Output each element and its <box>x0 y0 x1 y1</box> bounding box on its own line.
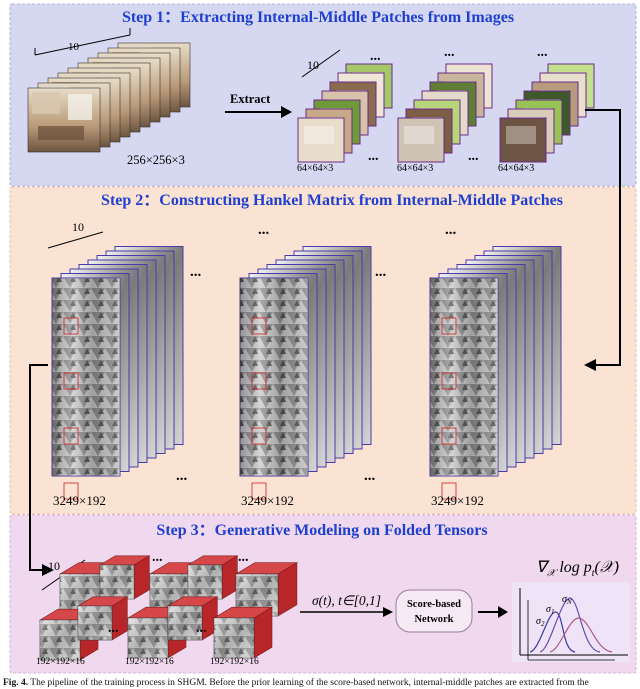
sigma-3-label: σ1 <box>546 604 554 616</box>
ellipsis-9: ... <box>375 264 387 280</box>
ellipsis-4: ... <box>537 45 548 60</box>
ellipsis-1: ... <box>368 149 379 164</box>
ellipsis-7: ... <box>445 222 457 238</box>
image-patch <box>499 117 547 163</box>
step3-title: Step 3：Generative Modeling on Folded Ten… <box>156 522 487 539</box>
ellipsis-5: ... <box>370 49 381 64</box>
tensor-size-2: 192×192×16 <box>125 657 174 667</box>
sigma-2-label: σ2 <box>536 616 545 628</box>
ellipsis-14: ... <box>108 621 119 636</box>
tensor-cubes: 10 192×192×16 192×192×16 192×192×16 ... … <box>36 550 298 667</box>
hankel-matrix <box>51 277 121 500</box>
image-patch <box>397 117 445 163</box>
gradient-label: ∇𝒳 log pt(𝒳) <box>536 559 619 579</box>
tensor-cube <box>212 606 274 659</box>
image-stack: 10 <box>27 28 191 153</box>
patch-size-2: 64×64×3 <box>397 163 433 174</box>
patch-count-label: 10 <box>307 58 319 72</box>
ellipsis-15: ... <box>196 621 207 636</box>
patch-size-3: 64×64×3 <box>498 163 534 174</box>
step1-title: Step 1：Extracting Internal-Middle Patche… <box>122 9 514 26</box>
image-patch <box>297 117 345 163</box>
tensor-size-1: 192×192×16 <box>36 657 85 667</box>
ellipsis-12: ... <box>152 550 163 565</box>
patch-stacks: 10 64×64×3 64×64×3 64×64×3 ... ... ... .… <box>297 45 595 174</box>
score-network-line2: Network <box>414 614 453 625</box>
caption-text: The pipeline of the training process in … <box>28 678 589 688</box>
ellipsis-6: ... <box>258 222 270 238</box>
sigma-1-label: σN <box>562 594 572 606</box>
step2-title: Step 2：Constructing Hankel Matrix from I… <box>101 192 563 209</box>
figure-caption: Fig. 4. The pipeline of the training pro… <box>3 677 640 689</box>
hankel-size-1: 3249×192 <box>53 493 106 508</box>
ellipsis-11: ... <box>364 468 376 484</box>
image-size-label: 256×256×3 <box>127 153 185 167</box>
sigma-label: σ(t), t∈[0,1] <box>312 593 381 608</box>
tensor-cube <box>76 596 129 641</box>
tensor-cube <box>38 608 100 661</box>
hankel-size-2: 3249×192 <box>241 493 294 508</box>
arrow-step2-to-step3 <box>29 364 48 571</box>
hankel-stacks: 10 3249×192 3249×192 3249×192 ... ... ..… <box>47 220 562 508</box>
ellipsis-8: ... <box>190 264 202 280</box>
distribution-plot: σN σ2 σ1 <box>512 582 630 662</box>
extract-label: Extract <box>230 92 271 106</box>
tensor-size-3: 192×192×16 <box>210 657 259 667</box>
ellipsis-10: ... <box>176 468 188 484</box>
tensor-count-label: 10 <box>48 559 60 573</box>
arrow-step1-to-step2 <box>585 109 621 366</box>
patch-size-1: 64×64×3 <box>297 163 333 174</box>
ellipsis-3: ... <box>444 45 455 60</box>
tensor-cube <box>186 555 239 600</box>
score-network-box: Score-based Network <box>395 589 473 633</box>
ellipsis-2: ... <box>468 149 479 164</box>
stack-count-label: 10 <box>68 41 80 53</box>
hankel-matrix <box>239 277 309 500</box>
hankel-count-label: 10 <box>72 220 84 234</box>
source-image <box>27 87 101 153</box>
tensor-cube <box>98 555 151 600</box>
score-network-line1: Score-based <box>407 599 461 610</box>
extract-arrow: Extract <box>225 92 292 118</box>
ellipsis-13: ... <box>238 550 249 565</box>
hankel-matrix <box>429 277 499 500</box>
hankel-size-3: 3249×192 <box>431 493 484 508</box>
tensor-cube <box>166 596 219 641</box>
caption-prefix: Fig. 4. <box>3 678 29 688</box>
